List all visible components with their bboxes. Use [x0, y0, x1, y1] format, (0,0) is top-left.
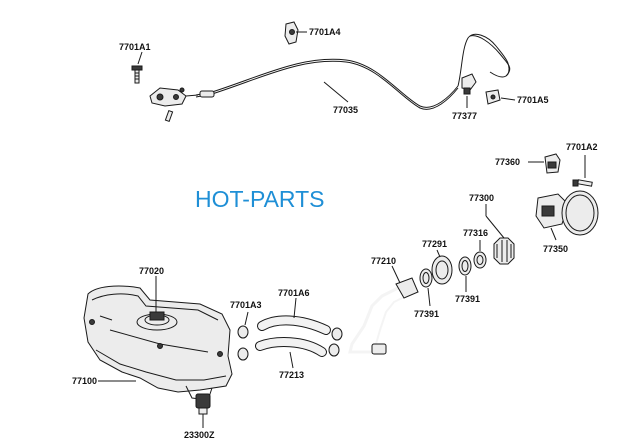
label-7701A3: 7701A3 — [230, 300, 262, 310]
fuel-filter-23300Z[interactable] — [195, 393, 211, 415]
fuel-lid-assembly — [528, 153, 599, 241]
lid-lock-77360[interactable] — [544, 153, 561, 174]
label-7701A5: 7701A5 — [517, 95, 549, 105]
opener-cable-assembly — [131, 21, 516, 123]
fuel-pump-77020[interactable] — [136, 311, 178, 331]
bolt-7701A1[interactable] — [131, 65, 143, 84]
fuel-lid-77350[interactable] — [535, 190, 599, 236]
hose-7701A6[interactable] — [257, 315, 331, 335]
label-77316: 77316 — [463, 228, 488, 238]
opener-lever[interactable] — [149, 87, 199, 123]
label-77210: 77210 — [371, 256, 396, 266]
label-77350: 77350 — [543, 244, 568, 254]
label-7701A6: 7701A6 — [278, 288, 310, 298]
filler-cap-77300[interactable] — [493, 237, 515, 265]
label-77360: 77360 — [495, 157, 520, 167]
label-7701A1: 7701A1 — [119, 42, 151, 52]
label-7701A4: 7701A4 — [309, 27, 341, 37]
gasket-77391-right[interactable] — [458, 256, 472, 276]
label-77391-left: 77391 — [414, 309, 439, 319]
label-23300Z: 23300Z — [184, 430, 215, 440]
clip-77377[interactable] — [461, 73, 477, 95]
hose-77213[interactable] — [255, 337, 327, 357]
label-77391-right: 77391 — [455, 294, 480, 304]
clamp-7701A4[interactable] — [284, 21, 299, 45]
grommet-77291[interactable] — [431, 255, 453, 285]
filler-cap-assembly — [419, 204, 515, 307]
label-7701A2: 7701A2 — [566, 142, 598, 152]
gasket-77391-left[interactable] — [419, 268, 433, 288]
ring-77316[interactable] — [473, 251, 487, 269]
label-77020: 77020 — [139, 266, 164, 276]
clip-7701A5[interactable] — [485, 89, 501, 105]
label-77213: 77213 — [279, 370, 304, 380]
label-77291: 77291 — [422, 239, 447, 249]
label-77100: 77100 — [72, 376, 97, 386]
fuel-tank-77100[interactable] — [83, 285, 233, 401]
label-77377: 77377 — [452, 111, 477, 121]
screw-7701A2[interactable] — [572, 179, 593, 187]
label-77035: 77035 — [333, 105, 358, 115]
hose-clamps-7701A3[interactable] — [237, 325, 343, 361]
cable-77035[interactable] — [195, 58, 459, 108]
watermark-text: HOT-PARTS — [195, 186, 325, 212]
label-77300: 77300 — [469, 193, 494, 203]
filler-pipe-77210[interactable] — [348, 277, 419, 355]
